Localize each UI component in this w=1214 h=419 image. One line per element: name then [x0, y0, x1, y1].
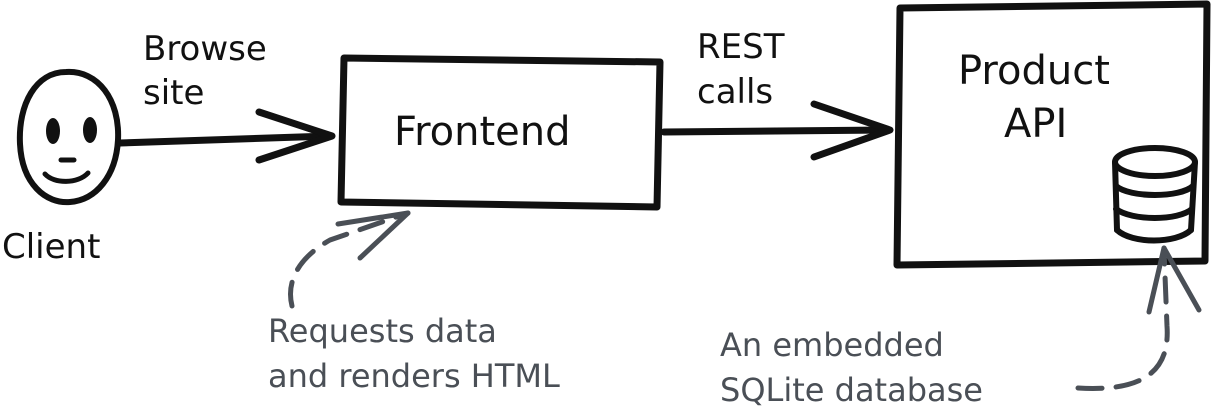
frontend-note-line1: Requests data — [268, 312, 497, 350]
face-icon — [16, 68, 122, 206]
product-api-label-line1: Product — [958, 48, 1110, 94]
client-to-frontend-arrow — [116, 108, 336, 164]
database-note-line1: An embedded — [720, 326, 944, 364]
product-api-label-line2: API — [1004, 101, 1067, 147]
database-note-line2: SQLite database — [720, 371, 983, 409]
browse-site-label-line1: Browse — [143, 29, 267, 69]
frontend-box — [337, 54, 664, 211]
frontend-label: Frontend — [394, 109, 571, 155]
frontend-note-line2: and renders HTML — [268, 357, 560, 395]
product-api-box — [893, 0, 1211, 269]
browse-site-label-line2: site — [143, 73, 204, 113]
rest-calls-label-line1: REST — [697, 27, 785, 67]
database-note-pointer — [1075, 245, 1202, 391]
rest-calls-label-line2: calls — [697, 72, 773, 112]
frontend-note-pointer — [288, 210, 411, 309]
client-label: Client — [2, 227, 100, 267]
frontend-to-api-arrow — [660, 100, 894, 161]
database-icon — [1112, 145, 1198, 244]
